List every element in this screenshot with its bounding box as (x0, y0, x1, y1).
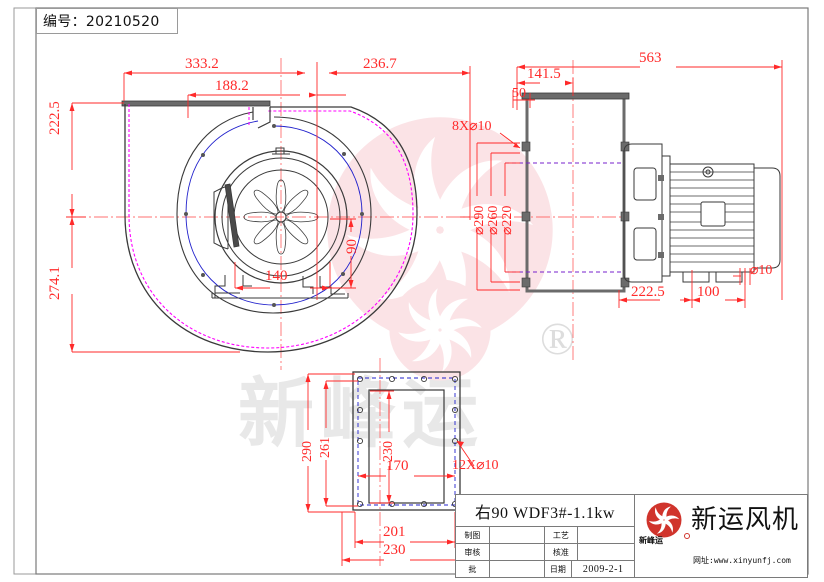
drawing-number-box: 编号：20210520 (36, 8, 178, 34)
volute-outer-wall (124, 104, 418, 353)
sheet-inner-border (35, 7, 809, 575)
construction-lines-purple (505, 162, 624, 273)
motor-vent-upper (633, 167, 657, 201)
label-drafted-by: 制图 (456, 527, 490, 543)
impeller-housing-inner (221, 157, 341, 277)
motor-fan-cover (753, 167, 781, 269)
dim-8x-dia10: 8X⌀10 (452, 119, 492, 134)
flange-opening (368, 389, 445, 504)
dim-90: 90 (344, 239, 360, 254)
flange-bolt-rect (357, 377, 456, 506)
title-block: 右90 WDF3#-1.1kw 制图 工艺 审核 核准 批 日期 2009-2-… (455, 494, 808, 578)
dim-141-5: 141.5 (527, 66, 561, 82)
label-batch: 批 (456, 561, 490, 577)
title-block-row-2: 审核 核准 (456, 544, 634, 561)
dim-222-5: 222.5 (47, 101, 63, 135)
dim-563: 563 (639, 50, 662, 66)
value-date: 2009-2-1 (582, 563, 624, 575)
value-batch (490, 561, 545, 577)
title-block-left: 右90 WDF3#-1.1kw 制图 工艺 审核 核准 批 日期 2009-2-… (456, 495, 635, 577)
dim-222-5-motor: 222.5 (631, 284, 665, 300)
dim-230-flange-outer: 230 (383, 542, 406, 558)
watermark-pinwheel-logo-small (389, 279, 491, 381)
front-view-dimension-lines (66, 62, 471, 353)
dim-274-1: 274.1 (47, 266, 63, 300)
dim-140: 140 (265, 268, 288, 284)
value-drafted-by (490, 527, 545, 543)
front-scroll-view (72, 58, 470, 370)
company-name: 新运风机 (691, 505, 800, 535)
motor-assembly (623, 143, 781, 283)
dim-261-flange: 261 (318, 437, 333, 458)
motor-foot-left (682, 271, 710, 283)
side-view-dimension-lines (460, 60, 783, 308)
volute-construction-magenta (128, 104, 414, 349)
motor-lifting-eye (702, 166, 714, 178)
model-designation: 右90 WDF3#-1.1kw (456, 495, 634, 527)
title-block-logo-area: 新峰运 新运风机 网址:www.xinyunfj.com (635, 495, 807, 577)
motor-vent-lower (633, 227, 657, 261)
flange-outer-plate (352, 371, 461, 511)
casing-top-flange (521, 92, 630, 100)
value-process (578, 527, 634, 543)
volute-inner-wall (176, 111, 372, 314)
flange-bolt-holes (184, 124, 364, 307)
dim-333-2: 333.2 (185, 56, 219, 72)
dim-dia220: ⌀220 (500, 205, 515, 235)
label-approved: 核准 (545, 544, 579, 560)
dim-50: 50 (512, 86, 526, 101)
dim-236-7: 236.7 (363, 56, 397, 72)
flange-bolt-holes (356, 375, 459, 508)
motor-cooling-fins (670, 171, 754, 263)
dim-dia10: ⌀10 (750, 263, 773, 278)
base-feet (211, 275, 349, 299)
watermark-registered-mark: ® (540, 313, 575, 364)
motor-foot-right (715, 271, 743, 283)
company-website: 网址:www.xinyunfj.com (693, 556, 791, 565)
outlet-flange-view (352, 358, 461, 566)
value-reviewed-by (490, 544, 545, 560)
label-date: 日期 (545, 561, 573, 577)
inlet-vane (224, 183, 240, 248)
label-reviewed-by: 审核 (456, 544, 490, 560)
inlet-flange-plate (121, 100, 271, 107)
dim-290-flange: 290 (300, 441, 315, 462)
label-process: 工艺 (545, 527, 579, 543)
motor-terminal-box (700, 201, 726, 227)
registered-dot-icon (684, 533, 690, 539)
dim-201-flange: 201 (383, 524, 406, 540)
motor-rear-bracket (623, 143, 663, 283)
title-block-row-1: 制图 工艺 (456, 527, 634, 544)
value-approved (578, 544, 634, 560)
side-centerlines (470, 60, 624, 360)
dim-170-flange: 170 (386, 458, 409, 474)
drawing-number-text: 编号：20210520 (43, 14, 160, 30)
impeller-housing-outer (214, 150, 348, 284)
dim-188-2: 188.2 (215, 78, 249, 94)
front-centerlines (72, 58, 470, 370)
dim-12x-dia10: 12X⌀10 (452, 458, 499, 473)
company-pinwheel-logo (646, 502, 682, 538)
company-mark-text: 新峰运 (639, 536, 663, 545)
title-block-row-3: 批 日期 2009-2-1 (456, 561, 634, 577)
top-mount-tab (272, 147, 290, 155)
dim-100: 100 (697, 284, 720, 300)
